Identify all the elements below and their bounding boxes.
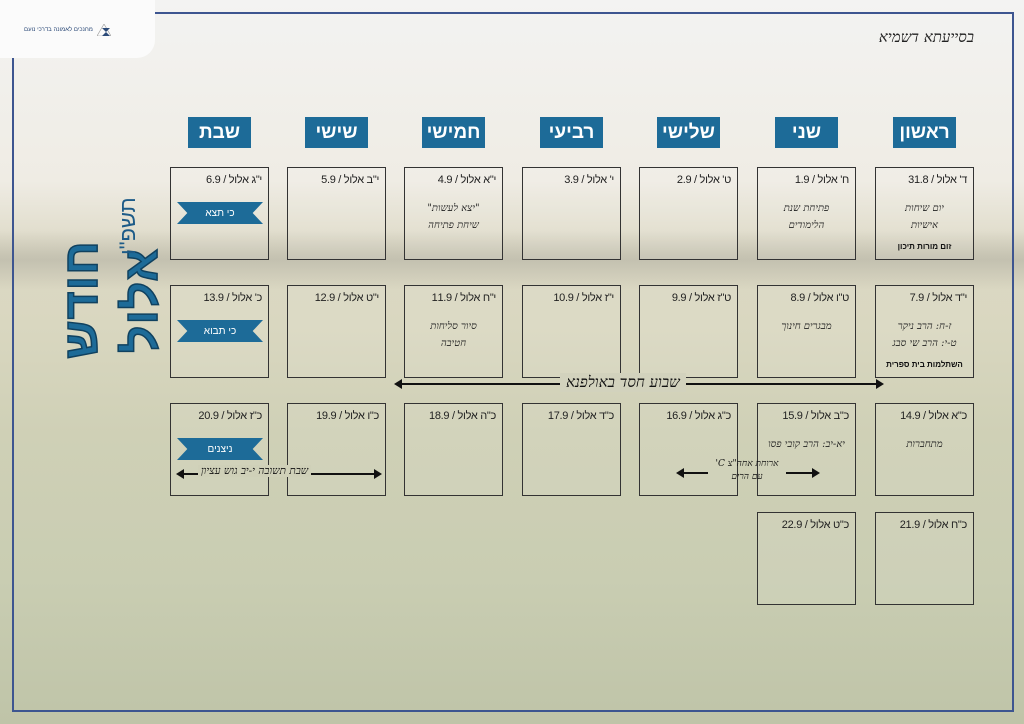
day-cell: י"ט אלול / 12.9	[287, 285, 386, 378]
day-header: שישי	[305, 117, 368, 148]
day-date: כ' אלול / 13.9	[203, 292, 262, 304]
logo-star-icon	[96, 24, 111, 36]
day-cell: י"ג אלול / 6.9 כי תצא	[170, 167, 269, 260]
note-line: יום שיחות	[905, 203, 944, 214]
note-line: הלימודים	[788, 220, 825, 231]
day-cell: כ"ה אלול / 18.9	[404, 403, 503, 496]
day-cell: י' אלול / 3.9	[522, 167, 621, 260]
note-line: "יצא לעשות"	[427, 203, 480, 214]
day-header: שלישי	[657, 117, 720, 148]
note-line: אישיות	[911, 220, 938, 231]
day-cell: ט"ו אלול / 8.9 מבגרים חינוך	[757, 285, 856, 378]
parasha-ribbon: כי תבוא	[177, 320, 263, 342]
day-date: י"ח אלול / 11.9	[431, 292, 497, 304]
page-frame	[12, 12, 1014, 712]
day-cell: ד' אלול / 31.8 יום שיחות אישיות זום מורות ת…	[875, 167, 974, 260]
span-label: ארוחת אחה"צ C'עם הרים	[715, 459, 779, 482]
logo: מחנכים לאמונה בדרכי נועם	[24, 24, 111, 36]
day-date: ט"ו אלול / 8.9	[790, 292, 850, 304]
note-line: מתחברות	[906, 439, 943, 450]
day-cell: י"ח אלול / 11.9 סיור סליחות חטיבה	[404, 285, 503, 378]
day-date: ד' אלול / 31.8	[908, 174, 967, 186]
day-note: מתחברות	[876, 436, 973, 453]
day-cell: כ"ו אלול / 19.9	[287, 403, 386, 496]
day-date: כ"ג אלול / 16.9	[666, 410, 731, 422]
note-line: ט-י: הרב שי סבג	[892, 338, 957, 349]
day-date: ט"ז אלול / 9.9	[671, 292, 731, 304]
day-date: י"א אלול / 4.9	[437, 174, 497, 186]
day-note: יא-יב: הרב קובי פסו	[758, 436, 855, 453]
day-note: סיור סליחות חטיבה	[405, 318, 502, 352]
day-date: י' אלול / 3.9	[564, 174, 614, 186]
span-label: שבת תשובה י-יב גוש עציון	[198, 465, 312, 477]
day-date: כ"א אלול / 14.9	[900, 410, 967, 422]
day-note: פתיחת שנת הלימודים	[758, 200, 855, 234]
day-date: י"ב אלול / 5.9	[321, 174, 379, 186]
day-date: כ"ו אלול / 19.9	[316, 410, 379, 422]
note-line: שיחת פתיחה	[428, 220, 479, 231]
day-header: רביעי	[540, 117, 603, 148]
parasha-ribbon: ניצנים	[177, 438, 263, 460]
day-date: ח' אלול / 1.9	[794, 174, 849, 186]
day-date: כ"ח אלול / 21.9	[899, 519, 968, 531]
day-cell: כ"ח אלול / 21.9	[875, 512, 974, 605]
day-date: כ"ז אלול / 20.9	[198, 410, 262, 422]
day-header: שבת	[188, 117, 251, 148]
day-cell: ח' אלול / 1.9 פתיחת שנת הלימודים	[757, 167, 856, 260]
parasha-ribbon: כי תצא	[177, 202, 263, 224]
blessing-header: בסייעתא דשמיא	[878, 28, 974, 46]
day-date: כ"ד אלול / 17.9	[547, 410, 614, 422]
day-note: מבגרים חינוך	[758, 318, 855, 335]
day-note: יום שיחות אישיות	[876, 200, 973, 234]
day-subnote: זום מורות תיכון	[897, 242, 952, 251]
day-header: ראשון	[893, 117, 956, 148]
day-date: י"ג אלול / 6.9	[206, 174, 262, 186]
day-header: חמישי	[422, 117, 485, 148]
logo-text: מחנכים לאמונה בדרכי נועם	[24, 27, 93, 33]
span-arrow-right	[786, 468, 820, 478]
span-arrow-left	[676, 468, 708, 478]
day-date: י"ט אלול / 12.9	[314, 292, 380, 304]
note-line: יא-יב: הרב קובי פסו	[768, 439, 845, 450]
day-date: כ"ה אלול / 18.9	[429, 410, 496, 422]
day-note: ז-ח: הרב ניקר ט-י: הרב שי סבג	[876, 318, 973, 352]
day-cell: י"ז אלול / 10.9	[522, 285, 621, 378]
note-line: סיור סליחות	[430, 321, 477, 332]
year-title: תשפ"ו	[115, 197, 140, 255]
day-cell: כ"א אלול / 14.9 מתחברות	[875, 403, 974, 496]
day-cell: כ' אלול / 13.9 כי תבוא	[170, 285, 269, 378]
day-date: כ"ט אלול / 22.9	[781, 519, 850, 531]
day-note: "יצא לעשות" שיחת פתיחה	[405, 200, 502, 234]
day-date: י"ז אלול / 10.9	[553, 292, 614, 304]
day-cell: כ"ד אלול / 17.9	[522, 403, 621, 496]
day-cell: ט"ז אלול / 9.9	[639, 285, 738, 378]
day-cell: כ"ז אלול / 20.9 ניצנים	[170, 403, 269, 496]
day-cell: י"ב אלול / 5.9	[287, 167, 386, 260]
day-cell: ט' אלול / 2.9	[639, 167, 738, 260]
day-cell: י"א אלול / 4.9 "יצא לעשות" שיחת פתיחה	[404, 167, 503, 260]
day-cell: כ"ב אלול / 15.9 יא-יב: הרב קובי פסו	[757, 403, 856, 496]
note-line: ז-ח: הרב ניקר	[897, 321, 952, 332]
day-header: שני	[775, 117, 838, 148]
note-line: מבגרים חינוך	[781, 321, 832, 332]
logo-area: מחנכים לאמונה בדרכי נועם	[0, 0, 155, 58]
month-title: חודש אלול	[54, 240, 169, 360]
day-cell: כ"ט אלול / 22.9	[757, 512, 856, 605]
note-line: פתיחת שנת	[783, 203, 830, 214]
day-date: ט' אלול / 2.9	[676, 174, 731, 186]
span-label: שבוע חסד באולפנא	[560, 373, 686, 392]
day-cell: כ"ג אלול / 16.9	[639, 403, 738, 496]
note-line: חטיבה	[440, 338, 467, 349]
day-subnote: השתלמות בית ספרית	[886, 360, 963, 369]
day-date: י"ד אלול / 7.9	[909, 292, 968, 304]
day-date: כ"ב אלול / 15.9	[782, 410, 849, 422]
day-cell: י"ד אלול / 7.9 ז-ח: הרב ניקר ט-י: הרב שי ס…	[875, 285, 974, 378]
